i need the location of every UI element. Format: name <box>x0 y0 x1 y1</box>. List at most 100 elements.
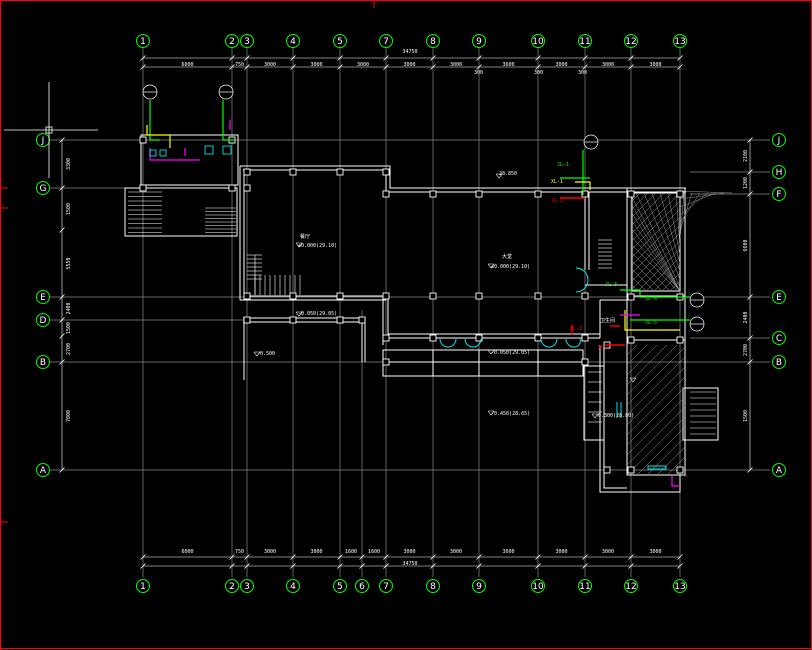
axis-bubble-bottom: 10 <box>531 579 545 593</box>
axis-label: 4 <box>290 582 296 592</box>
dimension-value: 3000 <box>264 62 276 68</box>
axis-bubble-top: 9 <box>472 34 486 48</box>
axis-label: G <box>40 184 47 194</box>
axis-bubble-bottom: 2 <box>225 579 239 593</box>
axis-label: J <box>777 136 781 146</box>
axis-label: 4 <box>290 37 296 47</box>
axis-bubble-bottom: 12 <box>624 579 638 593</box>
plumbing-fire <box>560 197 625 346</box>
dimension-value: 2700 <box>743 344 749 356</box>
dimension-value: 3000 <box>310 549 322 555</box>
axis-bubble-top: 13 <box>673 34 687 48</box>
dimension-value: 3300 <box>66 158 72 170</box>
axis-label: 9 <box>476 37 482 47</box>
dimension-value: 3000 <box>357 62 369 68</box>
pipe-label: XL-2 <box>598 345 610 351</box>
inner-dimension-texts: 300 300 300 <box>474 70 587 76</box>
axis-label: 5 <box>337 582 343 592</box>
dimension-value: 7000 <box>66 410 72 422</box>
dimension-value: 3000 <box>602 62 614 68</box>
elevation-marks <box>253 173 637 419</box>
dimension-value: 2700 <box>66 343 72 355</box>
axis-label: 13 <box>674 582 685 592</box>
axis-bubble-right: E <box>772 290 786 304</box>
axis-bubble-right: F <box>772 187 786 201</box>
axis-label: A <box>776 466 783 476</box>
axis-bubble-bottom: 9 <box>472 579 486 593</box>
grid-lines <box>50 48 770 577</box>
elevation-text: -0.450(28.65) <box>491 411 530 417</box>
room-labels: 餐厅 大堂 卫生间 <box>300 233 615 324</box>
axis-bubble-left: A <box>36 463 50 477</box>
axis-label: 12 <box>625 37 636 47</box>
axis-bubble-left: B <box>36 355 50 369</box>
axis-label: D <box>40 316 47 326</box>
dimension-value: 3000 <box>403 62 415 68</box>
axis-label: 13 <box>674 37 685 47</box>
stairs <box>128 191 716 435</box>
pipe-label: XL-1 <box>551 179 563 185</box>
pipe-label: XL-3 <box>570 326 582 332</box>
axis-label: 3 <box>244 582 250 592</box>
axis-label: 8 <box>430 37 436 47</box>
axis-label: 11 <box>579 582 590 592</box>
axis-bubble-top: 5 <box>333 34 347 48</box>
structural-columns <box>139 136 684 474</box>
axis-bubble-left: J <box>36 133 50 147</box>
axis-bubble-bottom: 8 <box>426 579 440 593</box>
pipe-label: JL-4 <box>645 296 657 302</box>
axis-label: A <box>40 466 47 476</box>
dimension-value: 3000 <box>450 549 462 555</box>
crosshair-cursor[interactable] <box>4 82 98 178</box>
dimension-value: 2400 <box>743 311 749 323</box>
axis-bubble-top: 8 <box>426 34 440 48</box>
dimension-value: 2400 <box>66 302 72 314</box>
elevation-texts: ±0.000(29.10) ±0.000(29.10) -0.050(29.05… <box>257 171 634 419</box>
axis-label: 3 <box>244 37 250 47</box>
axis-label: E <box>776 293 782 303</box>
room-label: 大堂 <box>502 253 512 260</box>
dimension-value: 3000 <box>310 62 322 68</box>
dimension-value: 3000 <box>264 549 276 555</box>
dimension-value: 3000 <box>555 62 567 68</box>
fixtures-small <box>149 145 232 157</box>
axis-label: 1 <box>140 582 146 592</box>
dimension-value: 3000 <box>649 549 661 555</box>
axis-bubble-bottom: 11 <box>578 579 592 593</box>
plumbing-hot-water <box>146 125 680 331</box>
axis-bubble-top: 2 <box>225 34 239 48</box>
building-walls <box>124 134 719 493</box>
dimension-value: 2100 <box>743 150 749 162</box>
axis-bubble-top: 11 <box>578 34 592 48</box>
dimension-value: 6000 <box>181 62 193 68</box>
axis-label: F <box>776 190 781 200</box>
dimension-ticks <box>59 55 753 569</box>
pipe-label: JL-1 <box>557 162 569 168</box>
axis-bubble-top: 10 <box>531 34 545 48</box>
axis-label: E <box>40 293 46 303</box>
elevation-text: -0.050(29.05) <box>298 311 337 317</box>
dimension-value: 750 <box>235 549 244 555</box>
axis-label: C <box>776 334 782 344</box>
elevation-text: 28.850 <box>499 171 517 177</box>
axis-bubble-left: E <box>36 290 50 304</box>
overall-dimension-top: 34750 <box>402 49 417 55</box>
axis-label: 10 <box>532 37 544 47</box>
axis-bubble-bottom: 1 <box>136 579 150 593</box>
axis-bubble-top: 3 <box>240 34 254 48</box>
elevation-text: -0.300(28.80) <box>595 413 634 419</box>
axis-bubble-left: D <box>36 313 50 327</box>
axis-label: J <box>41 136 45 146</box>
axis-label: 1 <box>140 37 146 47</box>
dimension-value: 1600 <box>345 549 357 555</box>
axis-bubble-bottom: 4 <box>286 579 300 593</box>
axis-bubble-bottom: 6 <box>355 579 369 593</box>
hatch-patterns <box>626 190 733 478</box>
inner-dimension: 300 <box>578 70 587 76</box>
axis-bubble-right: A <box>772 463 786 477</box>
